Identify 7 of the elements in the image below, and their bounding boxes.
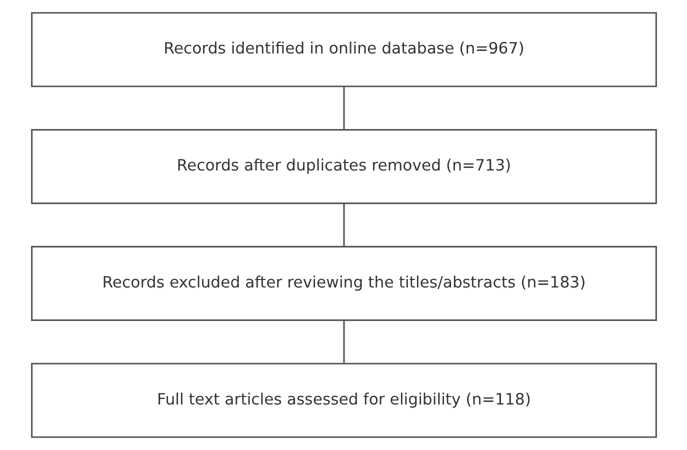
- node-box: Records identified in online database (n=967): [30, 12, 656, 88]
- connector: [342, 86, 344, 130]
- connector: [342, 203, 344, 247]
- node-box: Records after duplicates removed (n=713): [30, 129, 656, 204]
- node-box: Full text articles assessed for eligibility (n=118): [30, 362, 656, 438]
- connector: [342, 320, 344, 364]
- node-box: Records excluded after reviewing the titles/abstracts (n=183): [30, 246, 656, 321]
